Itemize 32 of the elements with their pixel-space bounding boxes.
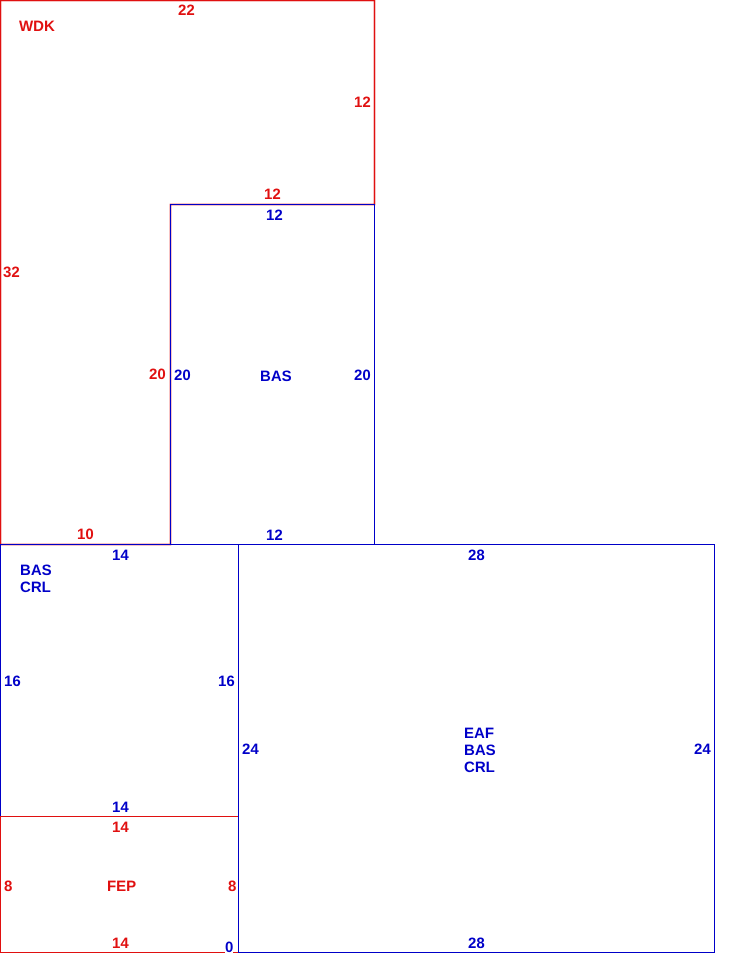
room-outline [170,204,375,545]
dimension-label: 14 [112,935,129,952]
room-label: EAF BAS CRL [464,725,497,776]
dimension-label: 28 [468,547,485,564]
dimension-label: 12 [354,94,371,111]
dimension-label: 14 [112,819,129,836]
dimension-label: 20 [354,367,371,384]
dimension-label: 8 [4,878,12,895]
room-label: FEP [107,878,138,895]
dimension-label: 20 [174,367,191,384]
dimension-label: 8 [228,878,236,895]
dimension-label: 28 [468,935,485,952]
dimension-label: 22 [178,2,195,19]
room-label: BAS [260,368,293,385]
dimension-label: 12 [266,207,283,224]
dimension-label: 16 [218,673,235,690]
room-label: BAS CRL [20,562,53,596]
dimension-label: 10 [77,526,94,543]
dimension-label: 24 [242,741,259,758]
dimension-label: 12 [266,527,283,544]
dimension-label: 24 [694,741,711,758]
dimension-label: 14 [112,799,129,816]
dimension-label: 12 [264,186,281,203]
dimension-label: 0 [225,940,234,955]
dimension-label: 32 [3,264,20,281]
room-outline [0,0,375,545]
room-label: WDK [19,18,56,35]
room-outline [0,816,239,953]
dimension-label: 20 [149,366,166,383]
dimension-label: 14 [112,547,129,564]
dimension-label: 16 [4,673,21,690]
room-outline [238,544,715,953]
